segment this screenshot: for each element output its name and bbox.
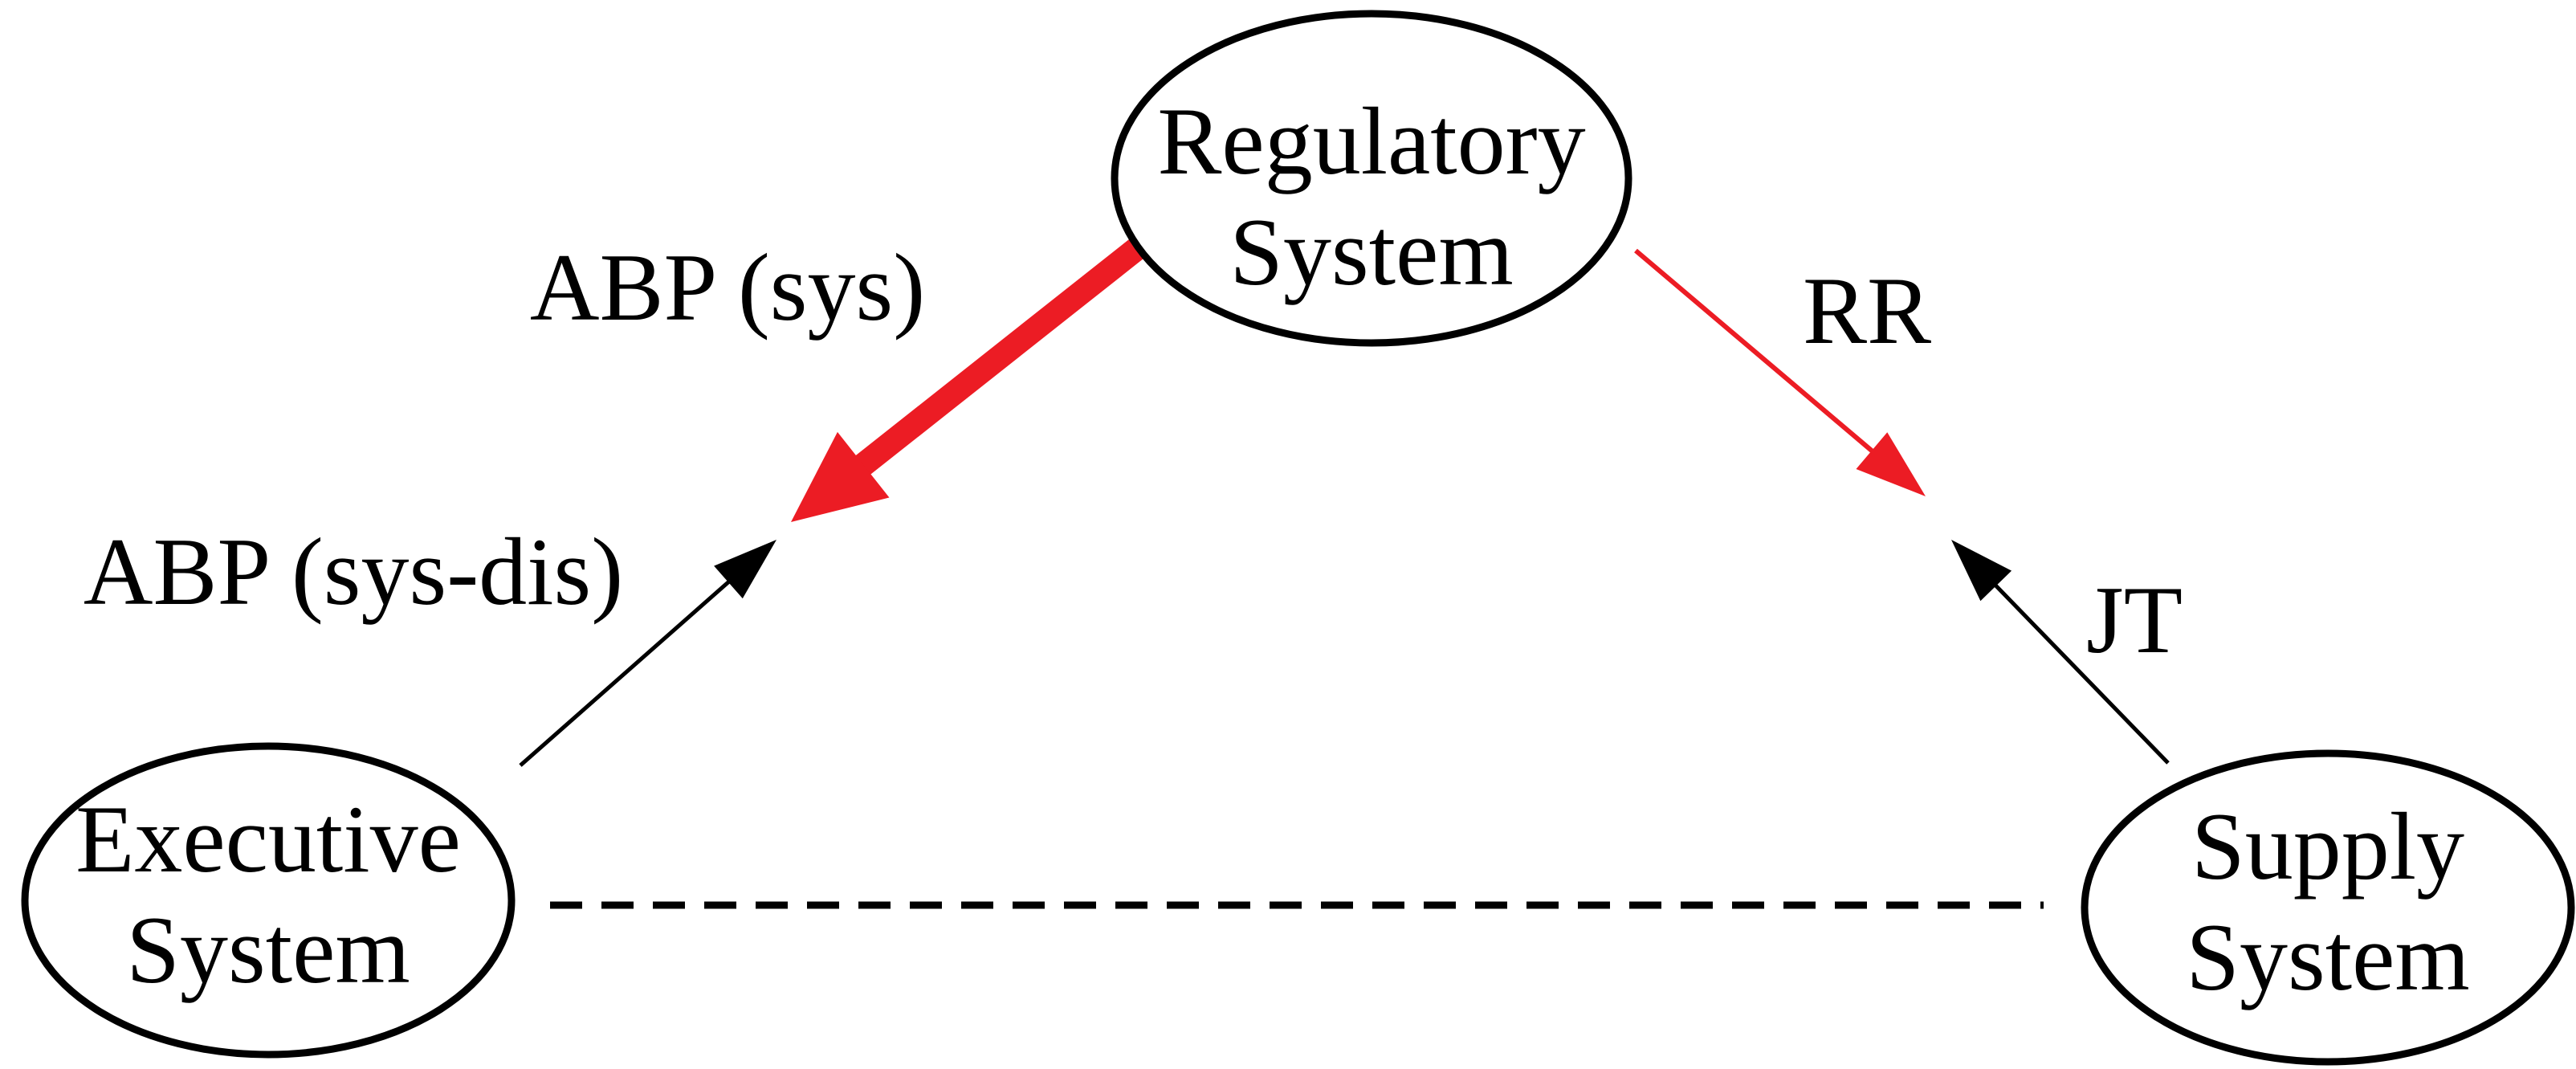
node-label-line: Supply bbox=[2191, 793, 2464, 900]
node-label-line: Regulatory bbox=[1157, 88, 1585, 194]
arrows-layer bbox=[519, 239, 2170, 767]
arrow-shaft-jt bbox=[1974, 563, 2170, 765]
node-label-line: Executive bbox=[75, 785, 461, 892]
node-label-line: System bbox=[2186, 904, 2469, 1010]
arrowhead-icon-jt bbox=[1951, 540, 2012, 602]
arrow-shaft-abp-sys bbox=[823, 239, 1144, 500]
node-label-line: System bbox=[1229, 198, 1513, 305]
node-label-line: System bbox=[126, 896, 410, 1003]
node-ellipse-supply-system bbox=[2081, 749, 2575, 1066]
node-ellipse-regulatory-system bbox=[1111, 10, 1632, 347]
arrow-shaft-abp-sys-dis bbox=[519, 561, 752, 767]
edge-label-jt: JT bbox=[2086, 566, 2183, 673]
arrow-shaft-rr bbox=[1634, 248, 1898, 473]
edge-label-abp-sys-dis: ABP (sys-dis) bbox=[84, 518, 623, 625]
arrowhead-icon-abp-sys-dis bbox=[714, 540, 776, 599]
edge-label-abp-sys: ABP (sys) bbox=[530, 234, 925, 341]
arrowhead-icon-abp-sys bbox=[791, 431, 890, 522]
arrowhead-icon-rr bbox=[1856, 432, 1926, 496]
node-ellipse-executive-system bbox=[21, 742, 516, 1059]
edge-label-rr: RR bbox=[1803, 257, 1931, 364]
nodes-layer bbox=[21, 10, 2575, 1066]
